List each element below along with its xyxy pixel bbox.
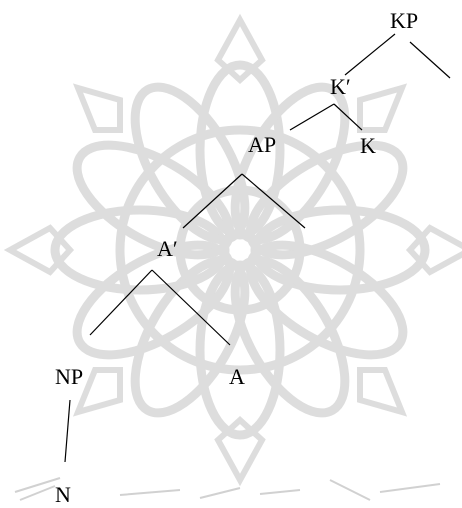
bottom-watermark-scribble xyxy=(14,477,441,501)
edge-np-n xyxy=(64,399,71,463)
node-a: A xyxy=(229,364,245,389)
edge-k-bar-ap xyxy=(289,103,335,131)
edge-k-bar-k xyxy=(333,103,363,131)
node-np: NP xyxy=(55,364,84,389)
node-k-bar: K′ xyxy=(330,74,351,99)
edge-a-bar-a xyxy=(151,269,231,346)
node-ap: AP xyxy=(248,132,277,157)
edge-kp-right-branch xyxy=(409,41,451,79)
edge-kp-k-bar xyxy=(344,33,396,76)
node-n: N xyxy=(55,482,71,507)
edge-a-bar-np xyxy=(89,269,153,336)
node-a-bar: A′ xyxy=(157,236,178,261)
watermark-rosette-icon xyxy=(3,13,462,487)
edge-ap-a-bar xyxy=(182,173,243,229)
node-kp: KP xyxy=(390,8,419,33)
node-k: K xyxy=(360,133,376,158)
edge-ap-right-branch xyxy=(241,173,306,229)
